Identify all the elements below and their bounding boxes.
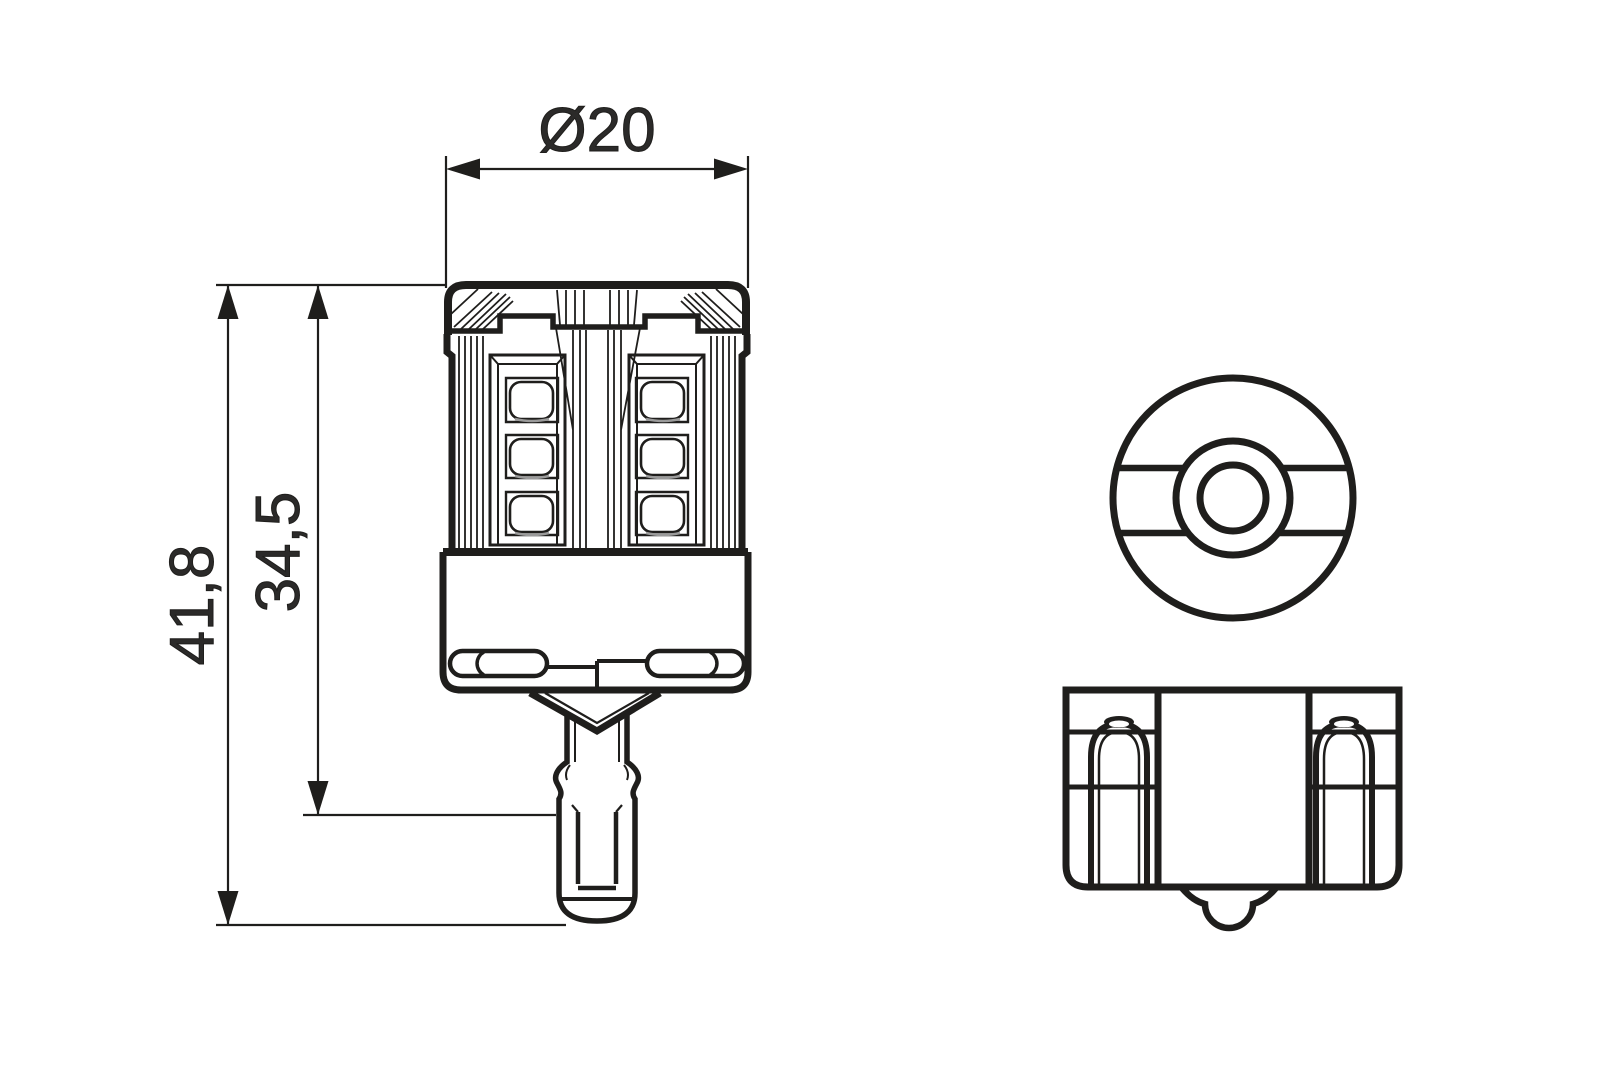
top-view-slot-lines [1117, 464, 1349, 537]
stem-outline [552, 714, 642, 924]
bulb-body [443, 327, 751, 549]
led-cells [634, 376, 690, 537]
arrowhead-up [307, 285, 329, 319]
dimension-label-total-length: 41,8 [158, 545, 227, 666]
frame-bevels [628, 354, 705, 365]
led-shading [514, 417, 550, 537]
side-view-section-lines [1066, 729, 1399, 790]
cap-lens-ribs [556, 289, 638, 326]
body-ribs-left [458, 336, 484, 548]
side-view [1062, 686, 1403, 932]
arrowhead-up [217, 285, 239, 319]
side-view-outline [1062, 686, 1403, 891]
stem-taper-v [528, 689, 662, 736]
base-parting-lines [547, 659, 647, 688]
front-view: Ø20 41,8 34,5 [158, 96, 752, 927]
top-view-outer-circle [1109, 374, 1357, 622]
body-ribs-center [555, 327, 641, 548]
side-view-bottom-nib [1179, 885, 1279, 932]
dimension-total-length: 41,8 [158, 285, 566, 927]
dimension-exposed-length: 34,5 [244, 285, 556, 817]
led-chip [508, 380, 555, 421]
arch-crown-highlight [1109, 720, 1129, 728]
body-walls [443, 334, 751, 549]
stem-channel-entry [571, 804, 623, 813]
led-chip [639, 494, 686, 534]
bulb-front [439, 281, 752, 924]
bulb-cap [444, 281, 750, 335]
led-shading [645, 417, 681, 537]
arch-inner [1322, 730, 1366, 885]
led-chip [508, 437, 555, 477]
frame-bevels [489, 354, 566, 365]
arrowhead-right [714, 158, 748, 180]
led-chip [639, 437, 686, 477]
dimension-label-diameter: Ø20 [538, 96, 655, 165]
side-view-dividers [1154, 690, 1313, 887]
top-view-middle-circle [1172, 437, 1294, 559]
led-chip [508, 494, 555, 534]
stem-taper-v-inner [544, 692, 650, 725]
top-view-center-circle [1196, 461, 1270, 535]
contact-arch-right [1313, 716, 1375, 885]
led-chip [639, 380, 686, 421]
dimension-diameter: Ø20 [444, 96, 750, 288]
arrowhead-left [446, 158, 480, 180]
cap-hatching-left [449, 288, 514, 331]
arch-inner [1097, 730, 1141, 885]
wedge-stem [528, 689, 662, 924]
arch-crown-highlight [1334, 720, 1354, 728]
bulb-base [439, 548, 752, 694]
stem-channel [575, 812, 619, 884]
led-cells [504, 376, 560, 537]
base-outline [439, 552, 752, 694]
led-column-left [488, 353, 567, 547]
extension-lines-diameter [444, 156, 750, 288]
cap-hatching-right [680, 288, 745, 331]
cap-bottom-profile [448, 313, 746, 334]
contact-arch-left [1088, 716, 1150, 885]
arrowhead-down [217, 891, 239, 925]
base-slot-right [644, 648, 747, 679]
base-slot-left [447, 648, 550, 679]
led-column-right [627, 353, 706, 547]
top-view [1109, 374, 1357, 622]
slot-dividers [475, 650, 719, 677]
arrowhead-down [307, 781, 329, 815]
stem-inner-lines [565, 720, 629, 781]
cap-outline [444, 281, 750, 335]
body-ribs-right [710, 336, 736, 548]
dimension-label-exposed-length: 34,5 [244, 492, 313, 613]
